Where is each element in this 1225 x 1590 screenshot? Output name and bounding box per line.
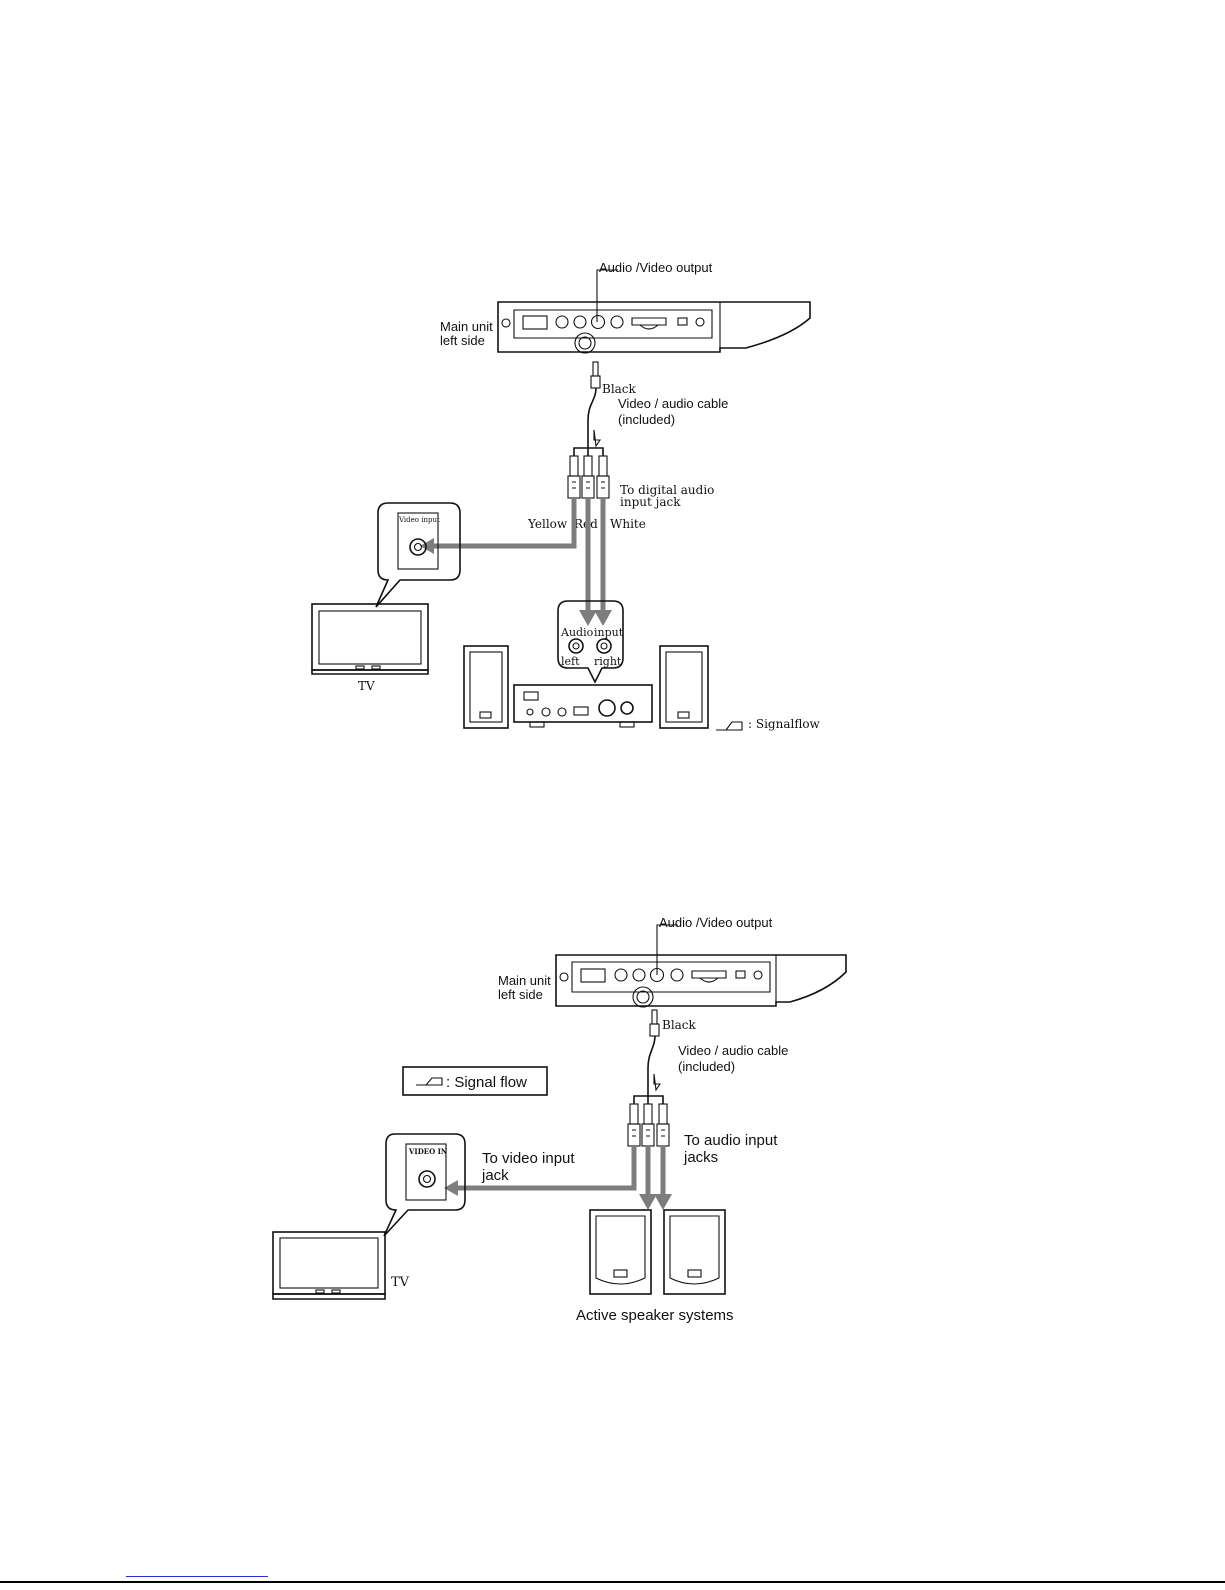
video-input-label: Video input xyxy=(398,516,440,524)
main-unit-label-2: Main unit xyxy=(498,973,551,988)
speaker-right-1 xyxy=(659,645,709,729)
input-label: input xyxy=(594,626,624,639)
main-unit-label: Main unit xyxy=(440,319,493,334)
main-unit-2 xyxy=(555,954,847,1008)
audio-label: Audio xyxy=(560,626,594,639)
left-label: left xyxy=(561,655,580,668)
main-unit-side-label: left side xyxy=(440,333,485,348)
yellow-label: Yellow xyxy=(527,517,568,531)
main-unit-1 xyxy=(497,301,811,354)
tv-1 xyxy=(311,603,429,675)
signal-arrows-1 xyxy=(420,498,612,626)
signal-flow-legend xyxy=(402,1066,548,1096)
active-speakers-label: Active speaker systems xyxy=(576,1307,734,1324)
signal-flow-legend-label: : Signal flow xyxy=(446,1074,527,1091)
main-unit-side-label-2: left side xyxy=(498,987,543,1002)
digital-input-jack-label: input jack xyxy=(620,495,681,509)
tv-video-in-callout xyxy=(383,1133,466,1237)
tv-video-input-callout xyxy=(375,502,461,608)
black-label-2: Black xyxy=(662,1018,697,1032)
tv-label-2: TV xyxy=(391,1275,410,1290)
signalflow-legend-icon xyxy=(716,721,743,731)
av-cable-2 xyxy=(627,1009,670,1147)
digital-input-label: To digital audio xyxy=(620,483,714,497)
white-label: White xyxy=(610,517,646,531)
av-output-label: Audio /Video output xyxy=(599,260,713,275)
diagram-amplifier-connection: Audio /Video output Main unit left side … xyxy=(311,260,821,731)
cable-included-label-2: (included) xyxy=(678,1059,735,1074)
to-audio-jacks-label: jacks xyxy=(683,1149,718,1166)
to-video-input-label: To video input xyxy=(482,1150,575,1167)
cable-included-label: (included) xyxy=(618,412,675,427)
av-output-label-2: Audio /Video output xyxy=(659,915,773,930)
active-speaker-left xyxy=(589,1209,652,1295)
diagram-speaker-connection: Audio /Video output Main unit left side … xyxy=(272,915,847,1324)
signal-flow-icon-2 xyxy=(653,1073,662,1092)
audio-input-callout xyxy=(557,600,624,684)
amplifier xyxy=(513,684,653,728)
to-audio-input-label: To audio input xyxy=(684,1132,778,1149)
tv-label: TV xyxy=(358,679,375,693)
signal-flow-icon xyxy=(593,429,602,448)
active-speaker-right xyxy=(663,1209,726,1295)
video-in-label: VIDEO IN xyxy=(408,1147,448,1156)
speaker-left-1 xyxy=(463,645,509,729)
to-video-jack-label: jack xyxy=(481,1167,509,1184)
right-label: right xyxy=(594,655,622,668)
black-label: Black xyxy=(602,382,637,396)
signalflow-legend-label: : Signalflow xyxy=(748,717,821,731)
page-bottom-rule xyxy=(0,1581,1225,1583)
tv-2 xyxy=(272,1231,386,1300)
link-underline xyxy=(126,1576,268,1577)
cable-label-2: Video / audio cable xyxy=(678,1043,788,1058)
signal-arrows-2 xyxy=(444,1146,672,1210)
cable-label: Video / audio cable xyxy=(618,396,728,411)
